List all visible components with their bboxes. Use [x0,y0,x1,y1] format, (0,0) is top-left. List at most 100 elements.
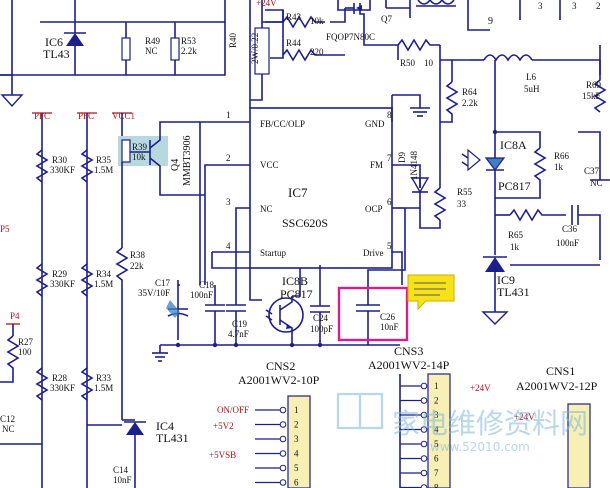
cns3-part: A2001WV2-14P [368,358,450,372]
cns3-ref: CNS3 [394,344,423,358]
r40-ref: R40 [228,32,238,48]
startup-caps: C17 35V/10F C18 100nF C19 4.7nF IC8B PC8… [138,148,400,362]
r28-val: 330KF [50,383,75,393]
ic6-block: IC6 TL43 R49 NC R53 2.2k [0,0,226,108]
r64-ref: R64 [462,87,478,97]
net-plus24-right: +24V [514,412,535,422]
c19-val: 4.7nF [228,329,249,339]
ic7-pin3-num: 3 [226,197,231,207]
r55-ref: R55 [457,187,473,197]
cns3-pin-terminal [420,440,428,448]
ic9-part: TL431 [497,285,530,299]
r50-val: 10 [424,58,434,68]
r27-val: 100 [18,347,32,357]
r55-zigzag [433,187,447,221]
r28-ref: R28 [52,373,68,383]
ic7-pin-vcc: VCC [260,160,279,170]
r39-val: 10k [132,152,146,162]
net-vcc1: VCC1 [112,111,135,121]
r35-val: 1.5M [94,165,113,175]
cns2-pin-number: 1 [294,405,299,415]
r30-zigzag [35,149,49,183]
r29-ref: R29 [52,269,68,279]
r53-ref: R53 [181,36,197,46]
ic7-pin8-num: 8 [387,110,392,120]
r29-zigzag [35,263,49,297]
c18-val: 100nF [190,290,213,300]
ic7-chip: FB/CC/OLP GND VCC FM NC OCP Startup Driv… [199,95,421,285]
ic7-pin-fb: FB/CC/OLP [260,119,305,129]
r38-val: 22k [130,261,144,271]
watermark-sub: www.52010.com [430,440,530,454]
ic7-pin-fm: FM [370,160,383,170]
c24-ref: C24 [313,313,329,323]
cns2-part: A2001WV2-10P [238,373,320,387]
transformer-coil [417,0,455,5]
q7-block: +24V R40 2W/0.22 R43 10k R44 220 Q7 FQOP… [228,0,601,188]
far-left-block: P5 P4 R27 100 C12 NC [0,224,42,445]
r34-val: 1.5M [94,279,113,289]
c17-val: 35V/10F [138,288,170,298]
r33-ref: R33 [96,373,112,383]
q7-part: FQOP7N80C [326,32,375,42]
transformer-lead [409,0,456,18]
q7-ref: Q7 [381,14,392,24]
c14-ref: C14 [113,465,129,475]
comment-note-icon[interactable] [407,274,455,311]
r44-val: 220 [310,47,324,57]
r44-ref: R44 [286,38,302,48]
r64-zigzag [440,81,459,123]
cns2-pin-terminal [279,479,287,486]
r69-val: 15kF [582,91,601,101]
r43-zigzag [282,15,325,29]
ic8a-ref: IC8A [500,138,527,152]
cns3-pin-number: 1 [434,381,439,391]
cns2-pin-number: 4 [294,449,299,459]
cns3-body [427,373,451,488]
cns3-pin-number: 7 [434,468,439,478]
ic4-part: TL431 [156,431,189,445]
c26-ref: C26 [380,312,396,322]
net-plus5v2: +5V2 [213,421,234,431]
ic8b-ref: IC8B [282,274,308,288]
cns2-pin-terminal [279,435,287,443]
r49-body [121,37,131,61]
cns2-body [287,395,311,488]
r66-zigzag [495,147,547,199]
r38-zigzag [115,247,129,310]
d9-part: 1N4148 [409,151,419,180]
r34-ref: R34 [96,269,112,279]
cns3-pin-number: 2 [434,396,439,406]
net-pfc2: PFC [78,111,94,121]
r27-ref: R27 [18,337,34,347]
ic6-ref: IC6 [45,35,63,49]
r44-zigzag [282,48,345,62]
r50-ref: R50 [400,58,416,68]
net-on-off: ON/OFF [217,405,249,415]
ic7-pin-startup: Startup [260,248,286,258]
ic7-pin-gnd: GND [365,119,385,129]
r33-zigzag [80,367,94,401]
q4-block: R39 10k Q4 MMBT3906 R38 22k IC4 TL431 C1… [87,121,205,488]
r39-ref: R39 [132,142,148,152]
r65-ref: R65 [508,230,524,240]
net-p4: P4 [10,311,20,321]
ic7-pin7-num: 7 [387,153,392,163]
cns3-pin-number: 5 [434,439,439,449]
r35-ref: R35 [96,155,112,165]
cns3-pin-number: 6 [434,454,439,464]
cns1-body [567,403,591,488]
ic7-pin2-num: 2 [226,153,231,163]
r49-val: NC [145,46,158,56]
ic8b-part: PC817 [280,287,313,301]
ic7-body [249,107,393,269]
ic7-pin-drive: Drive [363,248,384,258]
c37-val: NC [590,178,603,188]
r53-body [170,37,180,61]
cns3-pin-number: 8 [434,483,439,488]
ic7-part: SSC620S [282,216,328,230]
r43-val: 10k [310,16,324,26]
ic7-pin6-num: 6 [387,197,392,207]
cns2-pin-terminal [279,450,287,457]
